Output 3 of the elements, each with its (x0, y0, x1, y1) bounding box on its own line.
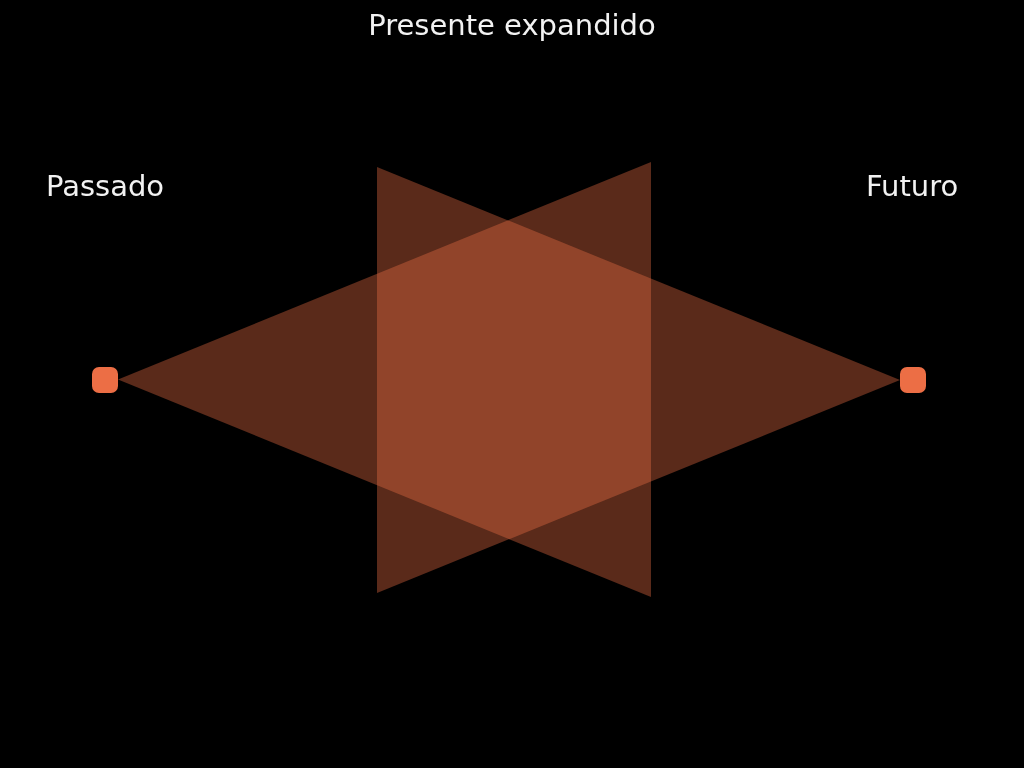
title: Presente expandido (368, 11, 656, 40)
text-label: Futuro (866, 172, 959, 201)
text-label: Passado (46, 172, 165, 201)
